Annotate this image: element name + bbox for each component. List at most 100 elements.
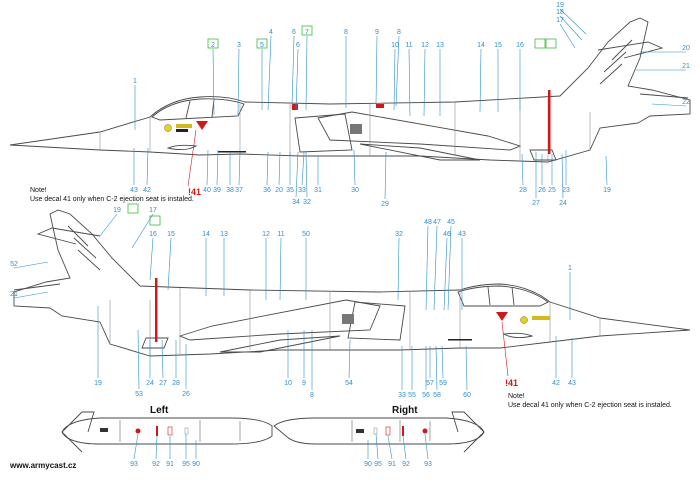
top-callout-2-0: 2 bbox=[211, 42, 215, 49]
top-canopy bbox=[151, 98, 245, 121]
bottom-bottom-callout-53-1: 53 bbox=[135, 391, 143, 398]
website-link[interactable]: www.armycast.cz bbox=[10, 461, 77, 470]
top-callout-14-14: 14 bbox=[477, 42, 485, 49]
bottom-bottom-callout-60-16-leader bbox=[465, 345, 468, 391]
right-tank-callout-92: 92 bbox=[402, 461, 410, 468]
top-bottom-callout-42-1-leader bbox=[146, 147, 149, 186]
bottom-panel-lines bbox=[109, 288, 601, 356]
top-black-panel bbox=[176, 129, 188, 132]
top-callout-10-10: 10 bbox=[391, 42, 399, 49]
left-tank-callout-95: 95 bbox=[182, 461, 190, 468]
bottom-leader-lines bbox=[13, 213, 573, 391]
top-bottom-callout-32-11-leader bbox=[305, 151, 308, 198]
top-callout-8-9-leader bbox=[395, 35, 400, 107]
bottom-tailplane bbox=[13, 227, 101, 291]
bottom-top-callout-14-4: 14 bbox=[202, 231, 210, 238]
top-bottom-callout-37-5: 37 bbox=[235, 187, 243, 194]
top-callout-7-6-leader bbox=[305, 35, 308, 111]
top-red-band bbox=[548, 90, 551, 154]
top-fin-detail bbox=[599, 39, 633, 85]
top-callout-16-16: 16 bbox=[516, 42, 524, 49]
top-bottom-callout-23-20: 23 bbox=[562, 187, 570, 194]
bottom-canopy bbox=[457, 285, 549, 307]
top-bottom-callout-30-13-leader bbox=[353, 149, 356, 186]
top-green-box-16 bbox=[545, 38, 557, 49]
top-callout-19-19: 19 bbox=[556, 2, 564, 9]
bottom-top-callout-48-10: 48 bbox=[424, 219, 432, 226]
bottom-bottom-callout-55-11: 55 bbox=[408, 392, 416, 399]
bottom-gray-panel bbox=[342, 314, 354, 324]
top-bottom-callout-27-16: 27 bbox=[532, 200, 540, 207]
top-bottom-callout-39-3: 39 bbox=[213, 187, 221, 194]
top-airbrake bbox=[529, 149, 557, 161]
bottom-bottom-callout-42-17: 42 bbox=[552, 380, 560, 387]
top-bottom-callout-19-21: 19 bbox=[603, 187, 611, 194]
top-green-box-5 bbox=[256, 38, 268, 49]
bottom-top-callout-47-11-leader bbox=[433, 225, 438, 311]
tank-leader-lines bbox=[133, 433, 429, 460]
bottom-black-strip bbox=[448, 339, 472, 341]
top-green-box-7 bbox=[301, 25, 313, 36]
bottom-top-callout-17-1-leader bbox=[131, 213, 154, 249]
bottom-bottom-callout-26-5: 26 bbox=[182, 391, 190, 398]
bottom-left-callout-52-leader bbox=[13, 261, 49, 269]
top-bottom-callout-39-3-leader bbox=[216, 149, 219, 186]
top-warning-triangle bbox=[196, 121, 208, 130]
bottom-top-callout-45-13-leader bbox=[447, 225, 452, 311]
top-callout-12-12-leader bbox=[423, 48, 426, 117]
top-note: Note! Use decal 41 only when C-2 ejectio… bbox=[30, 186, 194, 204]
top-tailplane bbox=[597, 41, 689, 99]
top-red-panel-a bbox=[292, 104, 298, 110]
top-green-box-2 bbox=[207, 38, 219, 49]
top-callout-8-9: 8 bbox=[397, 29, 401, 36]
bottom-bottom-callout-9-7: 9 bbox=[302, 380, 306, 387]
top-nose-intake bbox=[166, 144, 198, 151]
top-bottom-callout-42-1: 42 bbox=[143, 187, 151, 194]
bottom-top-callout-15-3: 15 bbox=[167, 231, 175, 238]
top-note-heading: Note! bbox=[30, 187, 47, 194]
top-callout-4-2-leader bbox=[267, 35, 272, 111]
top-bottom-callout-33-9-leader bbox=[301, 151, 305, 186]
top-right-callout-21: 21 bbox=[682, 63, 690, 70]
bottom-bottom-callout-28-4: 28 bbox=[172, 380, 180, 387]
top-bottom-callout-33-9: 33 bbox=[298, 187, 306, 194]
top-bottom-callout-19-21-leader bbox=[605, 155, 608, 186]
right-tank-outline bbox=[273, 417, 485, 445]
right-tank-panels bbox=[351, 420, 431, 442]
top-bottom-callout-26-17: 26 bbox=[538, 187, 546, 194]
top-note-text: Use decal 41 only when C-2 ejection seat… bbox=[30, 196, 194, 203]
top-callout-7-6: 7 bbox=[305, 29, 309, 36]
bottom-bottom-callout-24-2: 24 bbox=[146, 380, 154, 387]
bottom-bottom-callout-60-16: 60 bbox=[463, 392, 471, 399]
top-bottom-callout-38-4: 38 bbox=[226, 187, 234, 194]
bottom-bottom-callout-43-18: 43 bbox=[568, 380, 576, 387]
right-tank-callout-92-leader bbox=[402, 435, 407, 460]
top-callout-14-14-leader bbox=[479, 48, 482, 113]
left-tank-callout-91: 91 bbox=[166, 461, 174, 468]
bottom-bottom-callout-53-1-leader bbox=[137, 329, 140, 390]
bottom-canopy-frame bbox=[487, 286, 515, 306]
bottom-top-callout-1-15: 1 bbox=[568, 265, 572, 272]
top-bottom-callout-37-5-leader bbox=[238, 151, 241, 186]
top-bottom-callout-30-13: 30 bbox=[351, 187, 359, 194]
top-red-panel-b bbox=[376, 104, 384, 108]
top-callout-18-18: 18 bbox=[556, 9, 564, 16]
bottom-bottom-callout-58-14-leader bbox=[435, 345, 438, 391]
bottom-markings bbox=[155, 278, 550, 342]
top-black-strip bbox=[218, 151, 246, 153]
bottom-wing-upper bbox=[178, 299, 381, 341]
bottom-bottom-callout-57-13: 57 bbox=[426, 380, 434, 387]
bottom-bottom-callout-54-9-leader bbox=[348, 339, 351, 379]
top-callout-17-17-leader bbox=[559, 23, 576, 49]
top-bottom-callout-43-0: 43 bbox=[130, 187, 138, 194]
top-bottom-callout-34-10-leader bbox=[295, 151, 299, 198]
top-bottom-callout-35-8: 35 bbox=[286, 187, 294, 194]
left-tank-callout-92: 92 bbox=[152, 461, 160, 468]
bottom-note: Note! Use decal 41 only when C-2 ejectio… bbox=[508, 392, 672, 410]
top-bottom-callout-34-10: 34 bbox=[292, 199, 300, 206]
left-tank-markings bbox=[100, 426, 189, 436]
bottom-green-box-17 bbox=[127, 203, 139, 214]
bottom-insignia bbox=[520, 316, 528, 324]
top-bottom-callout-25-18: 25 bbox=[548, 187, 556, 194]
